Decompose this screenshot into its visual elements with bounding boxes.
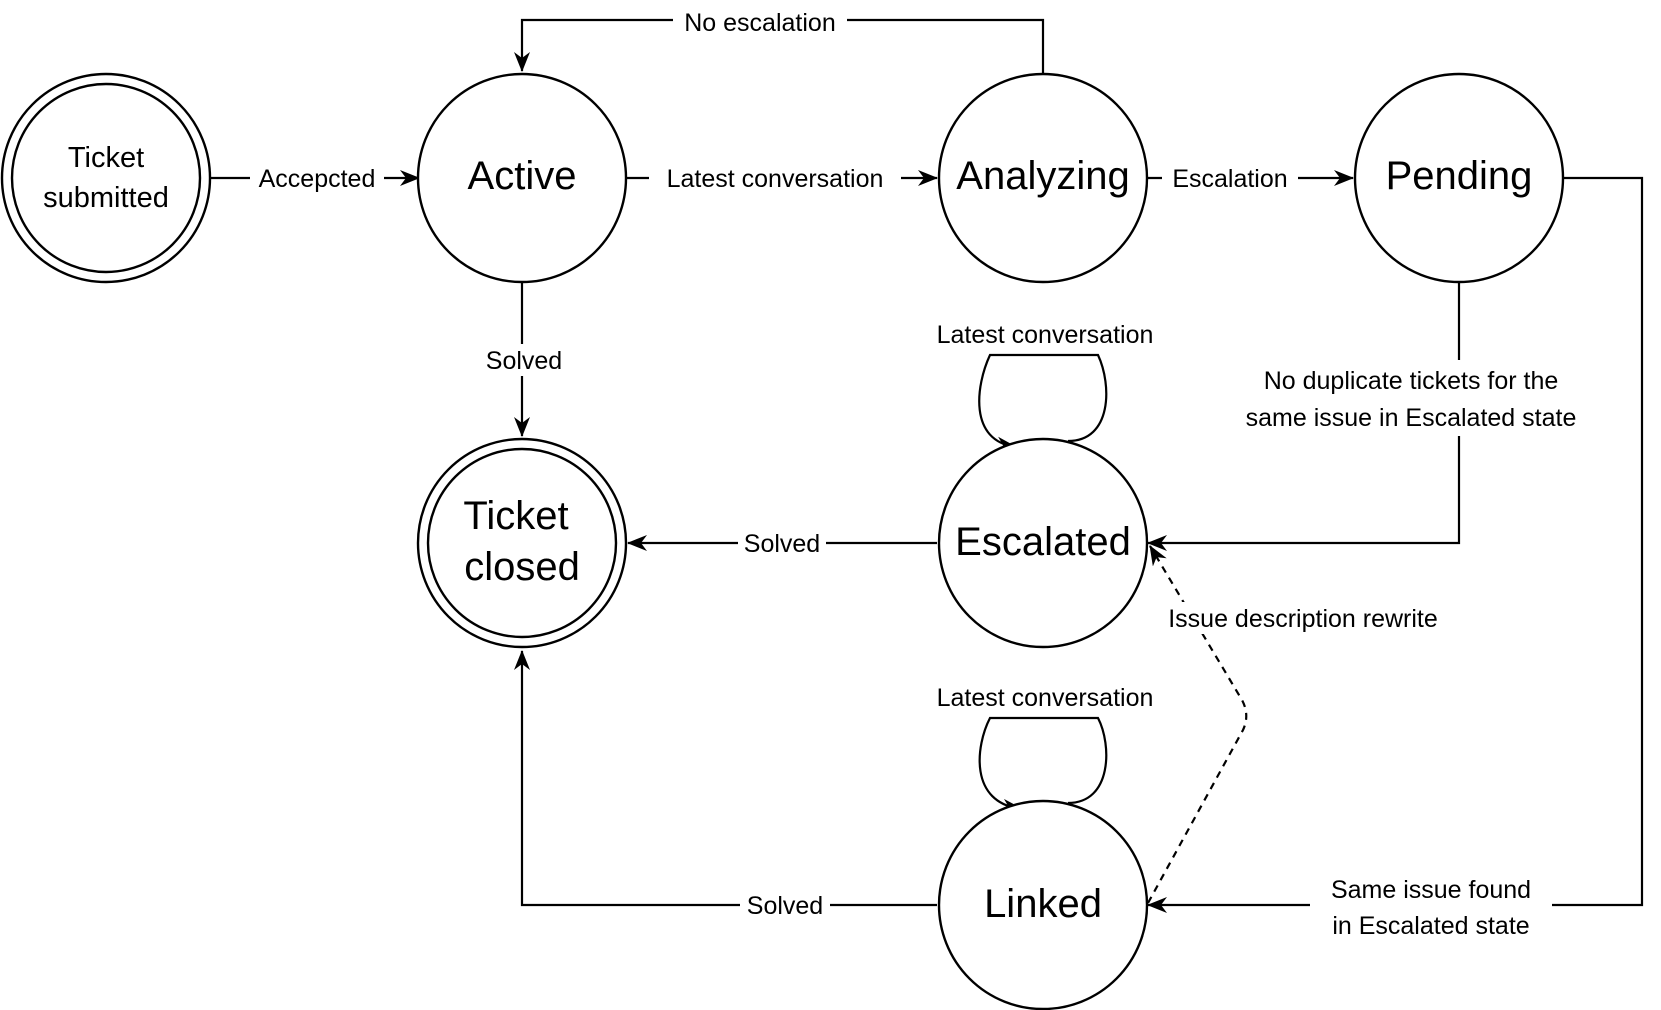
state-active-label: Active — [468, 154, 577, 198]
edge-latest-active-analyzing: Latest conversation — [626, 162, 938, 194]
state-ticket-submitted-inner-ring — [10, 82, 202, 274]
edge-solved-linked-label-bg — [740, 890, 830, 922]
edge-no-escalation-label-bg — [673, 6, 847, 36]
state-ticket-submitted-label-1: Ticket — [68, 142, 144, 174]
state-active-circle — [416, 72, 628, 284]
state-pending-circle — [1353, 72, 1565, 284]
edge-solved-active-label-bg — [478, 344, 570, 376]
edge-solved-linked-label: Solved — [747, 892, 823, 920]
edge-escalation-label: Escalation — [1172, 165, 1287, 193]
edge-solved-active: Solved — [478, 283, 570, 437]
state-analyzing-label: Analyzing — [956, 154, 1129, 198]
state-linked-circle — [937, 799, 1149, 1010]
edge-escalation-label-bg — [1162, 162, 1298, 194]
state-escalated: Escalated — [937, 437, 1149, 649]
edge-solved-escalated: Solved — [627, 528, 937, 560]
edge-no-escalation: No escalation — [514, 6, 1045, 73]
state-ticket-closed: Ticket closed — [416, 437, 628, 649]
edge-self-linked-label: Latest conversation — [937, 684, 1154, 712]
edge-same-issue: Same issue found in Escalated state — [1147, 176, 1644, 946]
edge-no-escalation-label: No escalation — [684, 9, 835, 37]
state-ticket-submitted-label-2: submitted — [43, 182, 169, 214]
edge-no-duplicate-label-2: same issue in Escalated state — [1246, 404, 1577, 432]
edge-accepted-label: Accepcted — [259, 165, 376, 193]
edge-self-linked: Latest conversation — [937, 684, 1154, 815]
edge-same-issue-label-bg — [1310, 870, 1552, 946]
state-ticket-closed-label-1: Ticket — [463, 494, 568, 538]
edge-solved-escalated-label-bg — [738, 528, 826, 560]
edge-no-duplicate-label-1: No duplicate tickets for the — [1264, 367, 1559, 395]
edge-self-escalated: Latest conversation — [937, 321, 1154, 453]
edge-latest-active-analyzing-label: Latest conversation — [667, 165, 884, 193]
edge-self-linked-line — [978, 716, 1108, 815]
edge-solved-active-label: Solved — [486, 347, 562, 375]
state-escalated-label: Escalated — [955, 520, 1131, 564]
edge-solved-linked-line — [514, 650, 937, 907]
edge-no-duplicate: No duplicate tickets for the same issue … — [1147, 283, 1607, 551]
edge-rewrite-label-bg — [1146, 602, 1460, 634]
state-linked-label: Linked — [984, 882, 1102, 926]
edge-self-escalated-label: Latest conversation — [937, 321, 1154, 349]
edge-escalation: Escalation — [1147, 162, 1354, 194]
state-pending-label: Pending — [1386, 154, 1533, 198]
state-escalated-circle — [937, 437, 1149, 649]
edge-latest-active-analyzing-label-bg — [649, 162, 901, 194]
state-analyzing-circle — [937, 72, 1149, 284]
state-linked: Linked — [937, 799, 1149, 1010]
state-ticket-closed-label-2: closed — [464, 545, 580, 589]
edge-self-escalated-line — [978, 353, 1108, 453]
state-analyzing: Analyzing — [937, 72, 1149, 284]
edge-solved-linked: Solved — [514, 650, 937, 922]
edge-solved-escalated-label: Solved — [744, 530, 820, 558]
edge-same-issue-label-1: Same issue found — [1331, 876, 1531, 904]
edge-accepted: Accepcted — [210, 162, 420, 194]
state-pending: Pending — [1353, 72, 1565, 284]
edge-rewrite-line — [1147, 545, 1248, 904]
edge-same-issue-label-2: in Escalated state — [1332, 912, 1529, 940]
state-ticket-submitted: Ticket submitted — [0, 72, 212, 284]
state-active: Active — [416, 72, 628, 284]
edge-no-duplicate-label-bg — [1215, 360, 1607, 436]
edge-rewrite-label: Issue description rewrite — [1168, 605, 1438, 633]
edge-rewrite: Issue description rewrite — [1146, 545, 1460, 904]
edge-accepted-label-bg — [250, 162, 384, 194]
edge-same-issue-line — [1147, 176, 1644, 913]
state-ticket-closed-inner-ring — [426, 447, 618, 639]
